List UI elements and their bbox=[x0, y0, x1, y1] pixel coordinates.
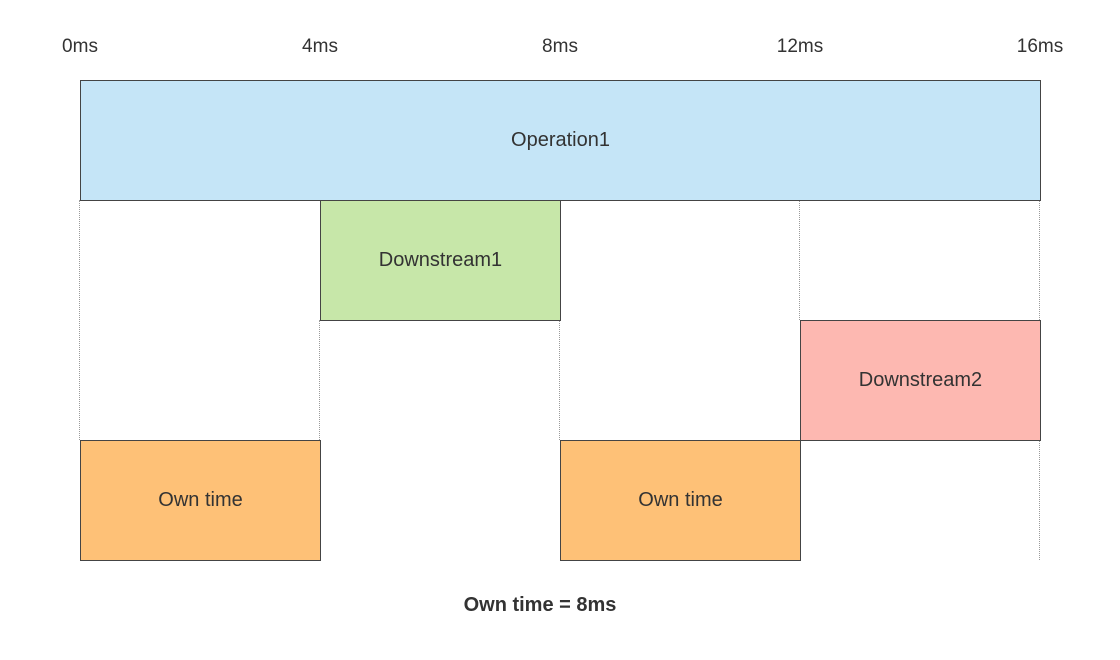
span-downstream2: Downstream2 bbox=[800, 320, 1041, 441]
span-own-time-2: Own time bbox=[560, 440, 801, 561]
span-label: Own time bbox=[158, 489, 243, 511]
tick-label: 16ms bbox=[1016, 36, 1064, 57]
span-label: Operation1 bbox=[511, 129, 610, 151]
tick-label: 4ms bbox=[302, 36, 338, 57]
guide-line bbox=[319, 320, 321, 440]
guide-line bbox=[559, 320, 561, 440]
span-downstream1: Downstream1 bbox=[320, 200, 561, 321]
own-time-caption: Own time = 8ms bbox=[463, 594, 617, 616]
guide-line bbox=[799, 200, 801, 320]
tick-label: 8ms bbox=[542, 36, 578, 57]
span-label: Own time bbox=[638, 489, 723, 511]
guide-line bbox=[79, 200, 81, 440]
span-label: Downstream1 bbox=[378, 249, 503, 271]
span-operation1: Operation1 bbox=[80, 80, 1041, 201]
span-label: Downstream2 bbox=[858, 369, 983, 391]
span-own-time-1: Own time bbox=[80, 440, 321, 561]
guide-line bbox=[1039, 200, 1041, 320]
guide-line bbox=[1039, 440, 1041, 560]
tick-label: 12ms bbox=[776, 36, 824, 57]
tick-label: 0ms bbox=[62, 36, 98, 57]
